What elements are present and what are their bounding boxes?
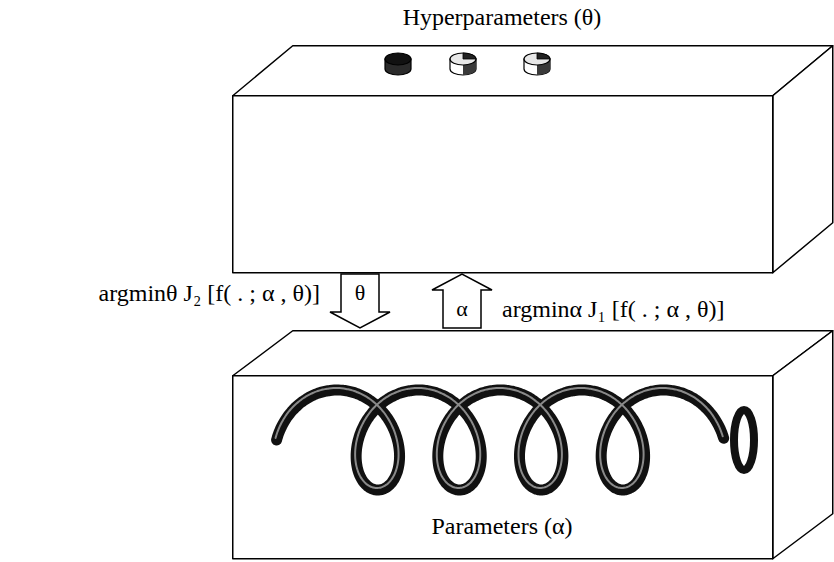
arrow-symbol-label: α [455,297,469,321]
knob-symbol [450,53,476,75]
knob-symbol [385,53,411,75]
knob-marker [463,53,476,59]
objective-formula: argminα J₁ [f( . ; α , θ)] [502,295,725,323]
spring-highlight [276,388,723,488]
objective-formula: argminθ J₂ [f( . ; α , θ)] [99,279,320,307]
block-arrow [432,274,492,328]
box-heading: Hyperparameters (θ) [232,3,772,31]
knob-top [385,53,411,65]
knob-symbol [524,53,550,75]
spring-end-coil [734,410,754,470]
knob-top [450,53,476,65]
cube-outline [232,45,834,274]
cube-top-face [233,331,833,376]
spring-coil [277,390,724,490]
cube-side-face [773,331,833,559]
cube-box: Parameters (α) [232,330,832,558]
knob-marker [537,53,550,59]
box-title: Parameters (α) [232,512,772,540]
arrow-symbol-label: θ [354,281,367,305]
cube-front-face [233,376,773,559]
spring-illustration [276,388,754,490]
cube-box: Hyperparameters (θ) [232,45,832,272]
block-arrow [330,274,390,328]
knob-top [524,53,550,65]
cube-front-face [233,96,773,273]
cube-top-face [233,46,833,96]
cube-side-face [773,46,833,273]
